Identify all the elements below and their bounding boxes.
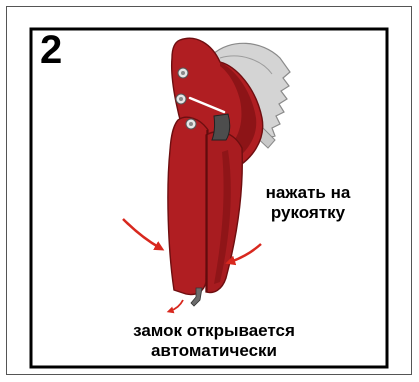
- tool-handle-left: [168, 117, 208, 294]
- press-handle-label: нажать на рукоятку: [252, 183, 364, 223]
- lock-opens-line2: автоматически: [110, 341, 318, 361]
- press-handle-line2: рукоятку: [252, 203, 364, 223]
- step-number: 2: [40, 30, 62, 70]
- press-handle-line1: нажать на: [252, 183, 364, 203]
- release-lever: [212, 114, 230, 140]
- lock-opens-line1: замок открывается: [110, 321, 318, 341]
- lock-opens-label: замок открывается автоматически: [110, 321, 318, 361]
